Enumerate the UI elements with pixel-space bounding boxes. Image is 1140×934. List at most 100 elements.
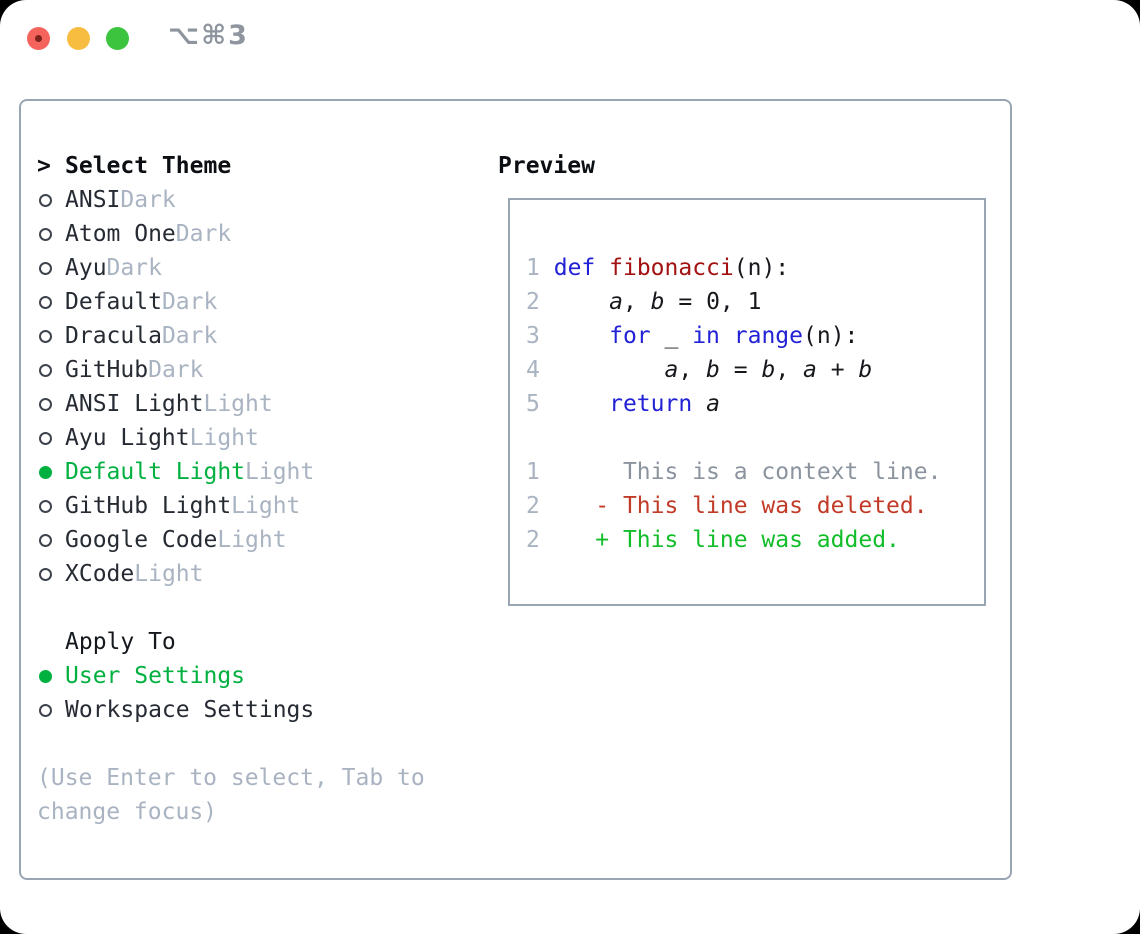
titlebar: ⌥⌘3 [0, 0, 1140, 99]
theme-option-label: GitHub [65, 357, 149, 383]
theme-variant-label: Dark [161, 289, 218, 315]
token-kw: for [609, 323, 651, 349]
token-plain [540, 357, 665, 383]
radio-circle [39, 295, 52, 309]
theme-variant-label: Dark [120, 187, 176, 213]
theme-variant-label: Light [217, 527, 287, 553]
token-kw: return [609, 391, 693, 417]
radio-icon [37, 431, 65, 445]
token-del: - This line was deleted. [595, 493, 928, 519]
token-plain [540, 459, 623, 485]
theme-option-google-code[interactable]: Google Code Light [37, 523, 431, 557]
theme-variant-label: Light [231, 493, 301, 519]
token-plain [540, 527, 595, 553]
diff-line: 2 - This line was deleted. [526, 489, 984, 523]
radio-icon [37, 227, 65, 241]
theme-variant-label: Light [189, 425, 259, 451]
code-line: 3 for _ in range(n): [526, 319, 984, 353]
token-var: a [706, 391, 720, 417]
radio-icon [37, 329, 65, 343]
token-var: a [664, 357, 679, 383]
token-plain: , [775, 357, 804, 383]
apply-option-user-settings[interactable]: User Settings [37, 659, 431, 693]
theme-option-label: GitHub Light [65, 493, 232, 519]
theme-variant-label: Light [245, 459, 315, 485]
apply-option-label: User Settings [65, 663, 246, 689]
radio-icon [37, 499, 65, 513]
token-plain [720, 323, 734, 349]
close-button[interactable] [27, 27, 50, 50]
theme-option-label: Dracula [65, 323, 162, 349]
theme-option-github[interactable]: GitHub Dark [37, 353, 431, 387]
theme-variant-label: Light [203, 391, 273, 417]
apply-to-title: Apply To [65, 629, 176, 655]
theme-option-ayu[interactable]: Ayu Dark [37, 251, 431, 285]
token-plain: + [816, 357, 859, 383]
token-num: 2 [526, 493, 540, 519]
radio-selected-icon [37, 465, 65, 479]
theme-option-github-light[interactable]: GitHub Light Light [37, 489, 431, 523]
token-var: b [761, 357, 776, 383]
token-num: 4 [526, 357, 540, 383]
theme-option-label: Default [65, 289, 162, 315]
diff-line: 1 This is a context line. [526, 455, 984, 489]
theme-option-xcode[interactable]: XCode Light [37, 557, 431, 591]
theme-option-atom-one[interactable]: Atom One Dark [37, 217, 431, 251]
theme-option-label: XCode [65, 561, 135, 587]
token-num: 1 [526, 459, 540, 485]
theme-option-dracula[interactable]: Dracula Dark [37, 319, 431, 353]
token-plain: (n): [803, 323, 859, 349]
preview-pane: Preview 1 def fibonacci(n):2 a, b = 0, 1… [498, 149, 986, 606]
apply-option-label: Workspace Settings [65, 697, 315, 723]
apply-to-header-row: Apply To [37, 625, 431, 659]
radio-icon [37, 363, 65, 377]
token-num: 3 [526, 323, 540, 349]
token-var: a [609, 289, 623, 315]
token-plain: (n): [733, 255, 790, 281]
radio-icon [37, 295, 65, 309]
theme-option-ayu-light[interactable]: Ayu Light Light [37, 421, 431, 455]
theme-option-label: ANSI Light [65, 391, 204, 417]
token-plain: = [719, 357, 762, 383]
spacer [37, 727, 431, 761]
radio-circle [39, 499, 52, 513]
token-var: a [803, 357, 817, 383]
apply-option-workspace-settings[interactable]: Workspace Settings [37, 693, 431, 727]
minimize-button[interactable] [67, 27, 90, 50]
code-line: 5 return a [526, 387, 984, 421]
theme-option-label: Atom One [65, 221, 176, 247]
theme-list-title: Select Theme [65, 153, 232, 179]
radio-circle [39, 193, 52, 207]
theme-option-label: Ayu Light [65, 425, 190, 451]
close-dot-icon [35, 35, 42, 42]
token-plain [540, 323, 609, 349]
theme-option-ansi-light[interactable]: ANSI Light Light [37, 387, 431, 421]
token-fn: fibonacci [609, 255, 734, 281]
code-line: 4 a, b = b, a + b [526, 353, 984, 387]
token-num: 2 [526, 527, 540, 553]
theme-option-label: Default Light [65, 459, 246, 485]
token-plain [595, 255, 609, 281]
diff-line: 2 + This line was added. [526, 523, 984, 557]
radio-circle [39, 261, 52, 275]
theme-option-ansi[interactable]: ANSI Dark [37, 183, 431, 217]
radio-circle [39, 703, 52, 717]
preview-title: Preview [498, 153, 595, 179]
token-plain [540, 391, 609, 417]
token-plain [692, 391, 706, 417]
window-title: ⌥⌘3 [168, 20, 249, 51]
theme-option-default[interactable]: Default Dark [37, 285, 431, 319]
radio-circle [39, 567, 52, 581]
token-add: + This line was added. [595, 527, 900, 553]
cursor-icon: > [37, 153, 51, 179]
radio-icon [37, 533, 65, 547]
token-num: 1 [526, 255, 540, 281]
theme-option-default-light[interactable]: Default Light Light [37, 455, 431, 489]
theme-option-label: ANSI [65, 187, 121, 213]
zoom-button[interactable] [106, 27, 129, 50]
token-plain [540, 493, 595, 519]
theme-option-label: Ayu [65, 255, 107, 281]
